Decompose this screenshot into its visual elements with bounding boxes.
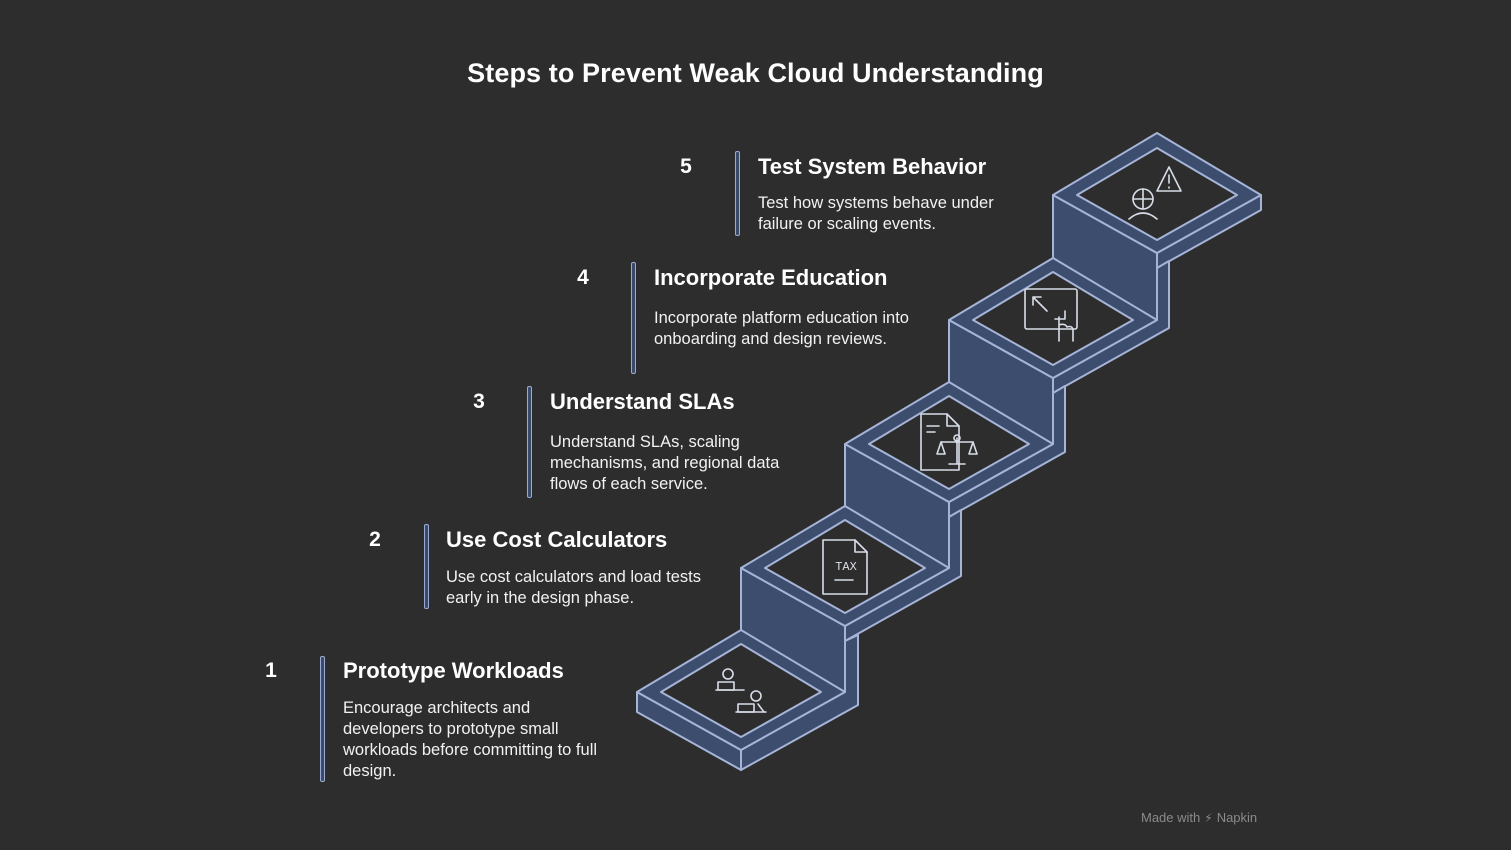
step-divider (735, 151, 740, 236)
step-divider (631, 262, 636, 374)
step-number: 4 (577, 266, 589, 289)
step-number: 5 (680, 155, 692, 178)
step-number: 2 (369, 528, 381, 551)
step-heading: Test System Behavior (758, 154, 987, 179)
napkin-logo-icon: ⚡ (1204, 810, 1213, 825)
step-number: 3 (473, 390, 485, 413)
step-description: Understand SLAs, scaling mechanisms, and… (550, 433, 780, 493)
legal-document-scale-icon (920, 413, 978, 471)
tax-label: TAX (835, 560, 857, 574)
people-laptops-icon (715, 668, 767, 713)
person-warning-icon (1128, 166, 1182, 220)
step-description: Test how systems behave under failure or… (758, 194, 994, 233)
step-number: 1 (265, 659, 277, 682)
page-title: Steps to Prevent Weak Cloud Understandin… (467, 58, 1044, 88)
footer-made-with: Made with (1141, 810, 1201, 825)
footer-attribution: Made with ⚡ Napkin (1141, 810, 1257, 825)
tax-document-icon (822, 539, 868, 595)
step-description: Encourage architects and developers to p… (343, 699, 598, 780)
step-divider (527, 386, 532, 498)
step-description: Incorporate platform education into onbo… (654, 309, 909, 348)
step-heading: Understand SLAs (550, 389, 735, 414)
touch-resize-icon (1024, 288, 1078, 342)
step-heading: Incorporate Education (654, 265, 888, 290)
step-divider (424, 524, 429, 609)
step-divider (320, 656, 325, 782)
step-heading: Prototype Workloads (343, 658, 564, 683)
step-description: Use cost calculators and load tests earl… (446, 568, 701, 607)
step-heading: Use Cost Calculators (446, 527, 668, 552)
footer-brand: Napkin (1216, 810, 1258, 825)
